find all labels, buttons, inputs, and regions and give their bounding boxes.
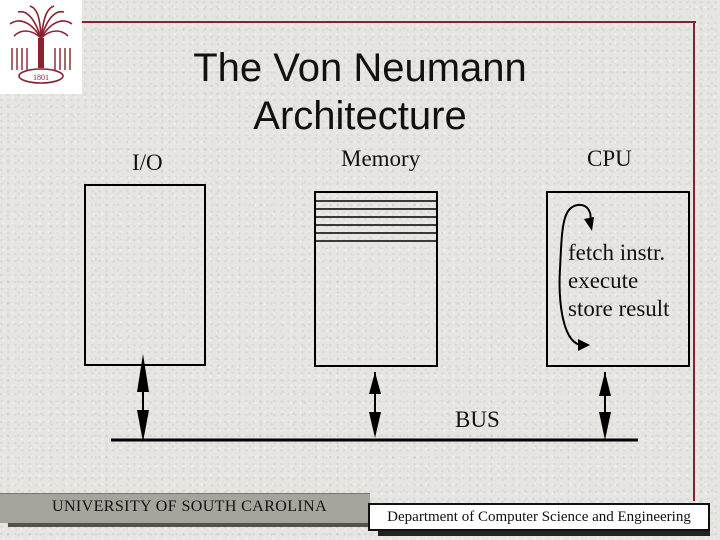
title-line-1: The Von Neumann	[193, 46, 527, 90]
palmetto-tree-logo-icon: 1801	[9, 5, 73, 84]
logo-year: 1801	[33, 73, 49, 82]
footer-right-shadow	[378, 531, 710, 536]
footer-department: Department of Computer Science and Engin…	[368, 503, 710, 531]
cpu-step-execute: execute	[568, 268, 639, 293]
university-logo: 1801	[0, 0, 82, 94]
memory-cells	[316, 200, 436, 242]
cpu-label: CPU	[587, 146, 632, 171]
memory-box	[314, 191, 438, 367]
cycle-arrow-icon	[558, 203, 594, 351]
footer-university: UNIVERSITY OF SOUTH CAROLINA	[0, 493, 370, 523]
slide-title: The Von Neumann Architecture	[150, 44, 570, 140]
io-label: I/O	[132, 150, 163, 175]
cpu-step-store: store result	[568, 296, 670, 321]
cpu-steps: fetch instr. execute store result	[568, 239, 670, 323]
title-line-2: Architecture	[253, 94, 467, 138]
bus-label: BUS	[455, 407, 500, 432]
footer-left-shadow	[8, 523, 370, 527]
cpu-step-fetch: fetch instr.	[568, 240, 666, 265]
io-box	[84, 184, 206, 366]
cpu-bus-arrow	[599, 372, 611, 440]
memory-bus-arrow	[369, 372, 381, 438]
frame-right-line	[693, 21, 695, 501]
io-bus-arrow	[137, 354, 149, 442]
frame-top-line	[82, 21, 696, 23]
cpu-box: fetch instr. execute store result	[546, 191, 690, 367]
memory-label: Memory	[341, 146, 421, 171]
